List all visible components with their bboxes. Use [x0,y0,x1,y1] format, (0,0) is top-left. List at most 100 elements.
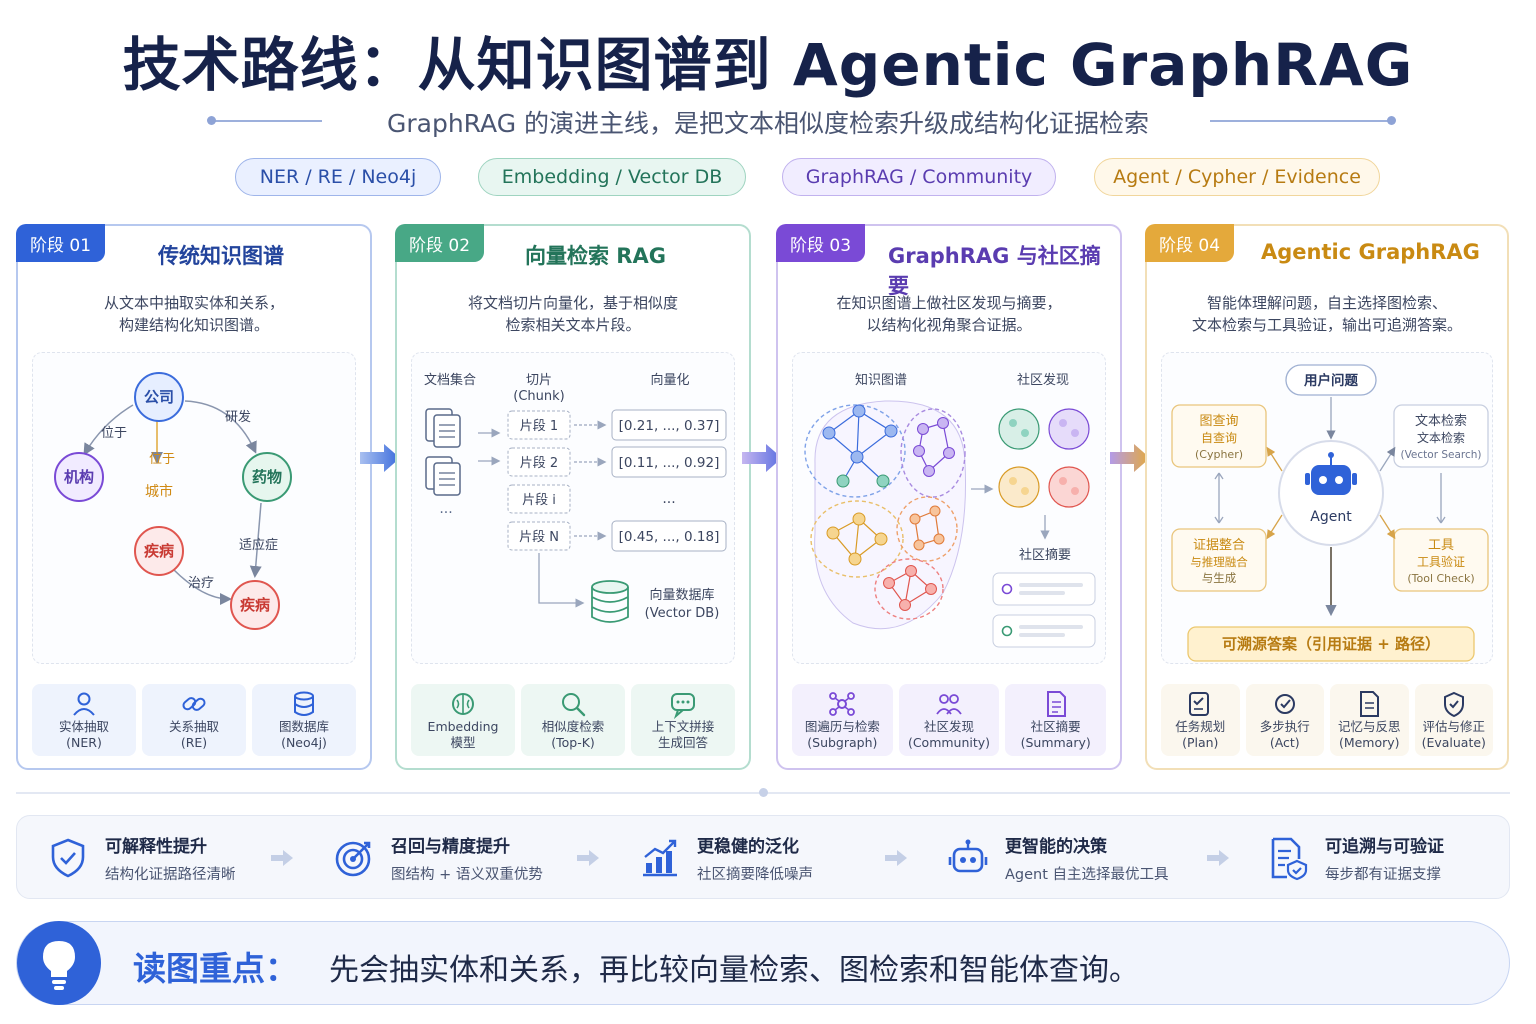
footer-label: 关系抽取 [168,719,219,734]
edge-label: 研发 [225,409,251,425]
svg-text:片段 i: 片段 i [522,493,556,508]
svg-text:(Vector Search): (Vector Search) [1400,449,1481,461]
footer-label: 实体抽取 [58,719,109,734]
edge-label: 位于 [101,426,127,441]
stage-description: 将文档切片向量化，基于相似度 检索相关文本片段。 [397,292,749,336]
robot-icon [1305,452,1357,495]
svg-text:文本检索: 文本检索 [1415,414,1467,429]
cluster-blue [804,404,906,498]
benefit-title: 可追溯与可验证 [1325,837,1444,857]
svg-text:(Tool Check): (Tool Check) [1407,572,1474,585]
cluster-orange [896,496,958,562]
footer-sublabel: (Evaluate) [1421,735,1486,750]
evaluate-icon [1443,691,1464,718]
footer-item-ner: 实体抽取 (NER) [32,684,136,756]
cluster-red [874,558,944,620]
footer-label: 多步执行 [1259,719,1310,734]
page-title: 技术路线：从知识图谱到 Agentic GraphRAG [122,31,1414,99]
docs-ellipsis: ... [439,501,452,517]
stage-description: 从文本中抽取实体和关系， 构建结构化知识图谱。 [18,292,370,336]
chunk-box: 片段 N [507,521,571,551]
robot-icon [948,839,988,873]
community-icon-red [1048,466,1090,508]
stage-badge: 阶段 04 [1145,224,1235,262]
chat-icon [671,693,695,719]
stage-footer: 图遍历与检索 (Subgraph) 社区发现 (Community) 社区摘要 … [792,684,1107,756]
footer-sublabel: (Neo4j) [281,735,327,750]
benefit-subtitle: 每步都有证据支撑 [1325,867,1441,883]
tool-box-cypher: 图查询 自查询 (Cypher) [1171,404,1267,468]
footer-sublabel: (Memory) [1338,735,1400,750]
chunk-box: 片段 1 [507,410,571,440]
benefit-subtitle: 图结构 + 语义双重优势 [391,867,543,883]
stage-desc-line: 构建结构化知识图谱。 [118,316,269,334]
stage-description: 智能体理解问题，自主选择图检索、 文本检索与工具验证，输出可追溯答案。 [1147,292,1507,336]
community-icon-amber [998,466,1040,508]
footer-item-plan: 任务规划 (Plan) [1161,684,1240,756]
benefit-title: 更稳健的泛化 [697,837,799,857]
tag-pill-kg: NER / RE / Neo4j [235,158,441,196]
stage-desc-line: 文本检索与工具验证，输出可追溯答案。 [1191,316,1462,334]
act-icon [1274,694,1295,714]
vector-db-icon [591,580,629,623]
col-community-label: 社区发现 [1017,372,1069,388]
benefits-bar: 可解释性提升结构化证据路径清晰 召回与精度提升图结构 + 语义双重优势 更稳健的… [16,815,1510,899]
user-icon [73,692,95,716]
footer-sublabel: (Plan) [1182,735,1219,750]
footer-label: 图数据库 [278,719,329,734]
footer-item-embedding: Embedding 模型 [411,684,515,756]
svg-text:片段 N: 片段 N [519,530,559,545]
stage-title: Agentic GraphRAG [1261,240,1480,264]
node-label: 疾病 [144,542,174,560]
stage-card-3: 阶段 03 GraphRAG 与社区摘要 在知识图谱上做社区发现与摘要， 以结构… [776,224,1122,770]
footer-label: 记忆与反思 [1337,719,1401,734]
note-text: 先会抽实体和关系，再比较向量检索、图检索和智能体查询。 [329,953,1139,988]
svg-text:[0.21, ..., 0.37]: [0.21, ..., 0.37] [619,418,720,434]
edge-label: 适应症 [239,537,278,553]
stage-footer: 实体抽取 (NER) 关系抽取 (RE) 图数据库 (Neo4j) [32,684,356,756]
database-icon [294,691,314,716]
svg-text:[0.45, ..., 0.18]: [0.45, ..., 0.18] [619,529,720,545]
question-pill [1285,364,1377,396]
stage-desc-line: 在知识图谱上做社区发现与摘要， [836,294,1062,312]
edge-label: 位于 [149,452,175,467]
footer-label: 图遍历与检索 [804,719,880,734]
community-icon-purple [1048,408,1090,450]
stage-arrow-right [742,444,782,472]
stage-title: 传统知识图谱 [158,244,284,268]
subtitle-line-right [1210,120,1390,122]
benefit-traceability: 可追溯与可验证每步都有证据支撑 [1265,816,1444,900]
footer-sublabel: (RE) [180,735,208,750]
target-icon [335,841,371,877]
subgraph-icon [829,692,856,716]
stage-badge: 阶段 03 [776,224,866,262]
arrow-right-icon [1207,850,1229,866]
people-icon [936,694,962,715]
chunk-box: 片段 2 [507,447,571,477]
node-label: 疾病 [240,596,270,614]
footer-label: Embedding [427,719,499,734]
chunk-box: 片段 i [507,484,571,514]
shield-check-icon [51,838,85,878]
footer-sublabel: 模型 [450,735,476,750]
footer-label: 相似度检索 [541,719,605,734]
note-lead: 读图重点： [133,949,298,988]
knowledge-graph-panel: 位于 研发 位于 适应症 治疗 公司 机构 药物 城市 疾病 疾病 [32,352,356,664]
graphrag-panel: 知识图谱 社区发现 [792,352,1106,664]
svg-text:自查询: 自查询 [1201,431,1237,445]
document-icon [425,408,461,448]
node-drug [242,452,292,502]
vector-ellipsis: ... [662,491,675,507]
footer-label: 上下文拼接 [651,719,715,734]
footer-sublabel: (NER) [66,735,102,750]
vector-rag-panel: 文档集合 切片 (Chunk) 向量化 ... 片段 1 [411,352,735,664]
stage-desc-line: 将文档切片向量化，基于相似度 [467,294,678,312]
col-docs-label: 文档集合 [424,372,476,388]
arrow-right-icon [577,850,599,866]
stage-card-2: 阶段 02 向量检索 RAG 将文档切片向量化，基于相似度 检索相关文本片段。 … [395,224,751,770]
tag-pill-graphrag: GraphRAG / Community [782,158,1056,196]
node-company [134,372,184,422]
stage-card-4: 阶段 04 Agentic GraphRAG 智能体理解问题，自主选择图检索、 … [1145,224,1509,770]
agentic-graphrag-diagram: 用户问题 Agent 图查询 自查询 (Cypher) 文本检索 文本检索 (V… [1171,364,1489,662]
